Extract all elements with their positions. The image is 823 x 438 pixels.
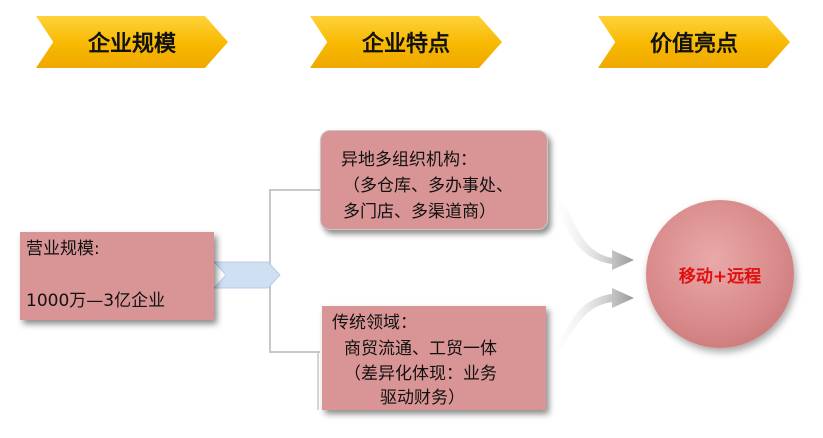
arrow-bottom-to-circle [548, 288, 634, 362]
scale-label: 营业规模: [26, 239, 100, 259]
feature-bottom-line-2: 商贸流通、工贸一体 [344, 339, 497, 359]
value-circle-label: 移动+远程 [678, 266, 762, 287]
scale-box: 营业规模: 1000万—3亿企业 [20, 232, 214, 320]
arrow-top-to-circle [548, 192, 634, 270]
value-circle: 移动+远程 [646, 200, 794, 348]
feature-bottom-line-4: 驱动财务） [380, 388, 465, 408]
feature-box-multi-org: 异地多组织机构： （多仓库、多办事处、 多门店、多渠道商） [320, 130, 548, 230]
bracket-connector [269, 189, 320, 353]
feature-top-line-3: 多门店、多渠道商） [343, 202, 496, 222]
header-enterprise-scale: 企业规模 [36, 16, 228, 68]
feature-bottom-line-3: （差异化体现：业务 [344, 364, 497, 384]
scale-connector-arrow [212, 261, 281, 289]
feature-top-line-1: 异地多组织机构： [341, 150, 477, 170]
feature-bottom-line-1: 传统领域： [332, 313, 417, 333]
feature-top-line-2: （多仓库、多办事处、 [343, 176, 513, 196]
feature-box-traditional: 传统领域： 商贸流通、工贸一体 （差异化体现：业务 驱动财务） [322, 306, 546, 410]
header-value-highlights: 价值亮点 [598, 16, 790, 68]
header-enterprise-features: 企业特点 [310, 16, 502, 68]
scale-value: 1000万—3亿企业 [26, 291, 166, 311]
